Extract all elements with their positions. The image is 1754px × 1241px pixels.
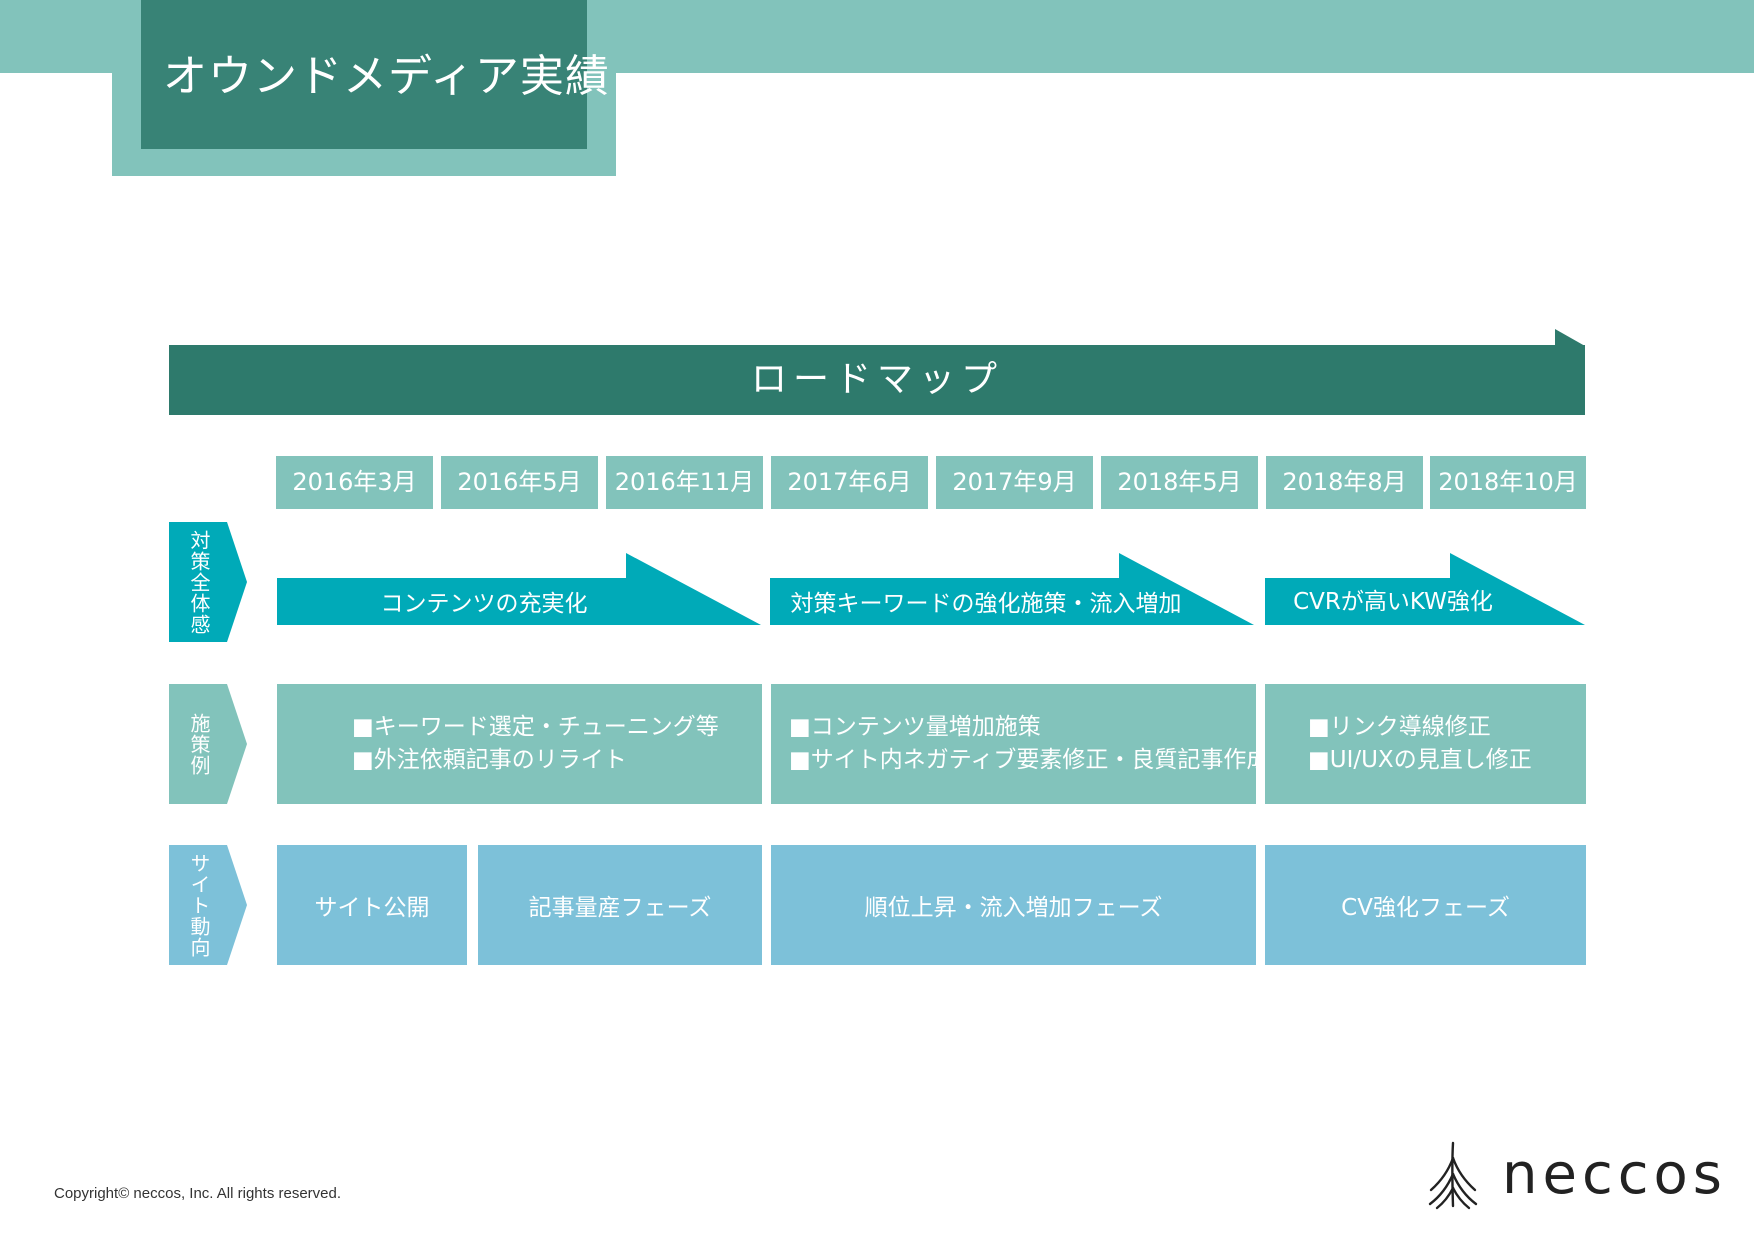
- overall-arrow: CVRが高いKW強化: [1265, 553, 1585, 625]
- arrow-shape: [770, 553, 1254, 625]
- row-label-overall: 対策全体感: [169, 522, 247, 642]
- site-phase: 記事量産フェーズ: [478, 845, 762, 965]
- roadmap-arrow-tip: [1555, 329, 1585, 346]
- arrow-shape: [277, 553, 761, 625]
- date-cell: 2018年5月: [1101, 456, 1258, 509]
- example-box: ■コンテンツ量増加施策 ■サイト内ネガティブ要素修正・良質記事作成: [771, 684, 1269, 804]
- site-phase: サイト公開: [277, 845, 467, 965]
- row-label-chevron: [169, 684, 247, 804]
- example-box: ■キーワード選定・チューニング等 ■外注依頼記事のリライト: [277, 684, 762, 804]
- date-cell: 2018年8月: [1266, 456, 1423, 509]
- example-line: ■コンテンツ量増加施策: [789, 714, 1041, 740]
- neccos-logo: neccos: [1428, 1140, 1722, 1210]
- row-label-site: サイト動向: [169, 845, 247, 965]
- example-box: ■リンク導線修正 ■UI/UXの見直し修正: [1265, 684, 1586, 804]
- arrow-shape: [1265, 553, 1585, 625]
- overall-arrow: コンテンツの充実化: [277, 553, 761, 625]
- row-label-chevron: [169, 522, 247, 642]
- roadmap-title: ロードマップ: [169, 345, 1585, 415]
- page-title: オウンドメディア実績: [163, 51, 610, 102]
- date-cell: 2016年5月: [441, 456, 598, 509]
- site-phase: CV強化フェーズ: [1265, 845, 1586, 965]
- example-line: ■外注依頼記事のリライト: [352, 747, 627, 773]
- tree-logo-icon: [1428, 1141, 1478, 1210]
- example-line: ■UI/UXの見直し修正: [1308, 747, 1532, 773]
- overall-arrow: 対策キーワードの強化施策・流入増加: [770, 553, 1254, 625]
- date-cell: 2017年9月: [936, 456, 1093, 509]
- title-panel: [141, 0, 587, 149]
- row-label-examples: 施策例: [169, 684, 247, 804]
- overall-arrow-label: コンテンツの充実化: [380, 591, 588, 617]
- row-label-text: サイト動向: [187, 852, 211, 958]
- date-cell: 2016年11月: [606, 456, 763, 509]
- example-line: ■サイト内ネガティブ要素修正・良質記事作成: [789, 747, 1270, 773]
- row-label-text: 対策全体感: [187, 529, 211, 635]
- date-cell: 2017年6月: [771, 456, 928, 509]
- example-line: ■キーワード選定・チューニング等: [352, 714, 719, 740]
- date-cell: 2016年3月: [276, 456, 433, 509]
- example-line: ■リンク導線修正: [1308, 714, 1491, 740]
- overall-arrow-label: CVRが高いKW強化: [1293, 589, 1493, 615]
- date-cell: 2018年10月: [1430, 456, 1586, 509]
- copyright-text: Copyright© neccos, Inc. All rights reser…: [54, 1185, 342, 1202]
- site-phase: 順位上昇・流入増加フェーズ: [771, 845, 1256, 965]
- overall-arrow-label: 対策キーワードの強化施策・流入増加: [790, 591, 1182, 617]
- row-label-chevron: [169, 845, 247, 965]
- row-label-text: 施策例: [187, 712, 211, 776]
- logo-wordmark: neccos: [1502, 1142, 1727, 1207]
